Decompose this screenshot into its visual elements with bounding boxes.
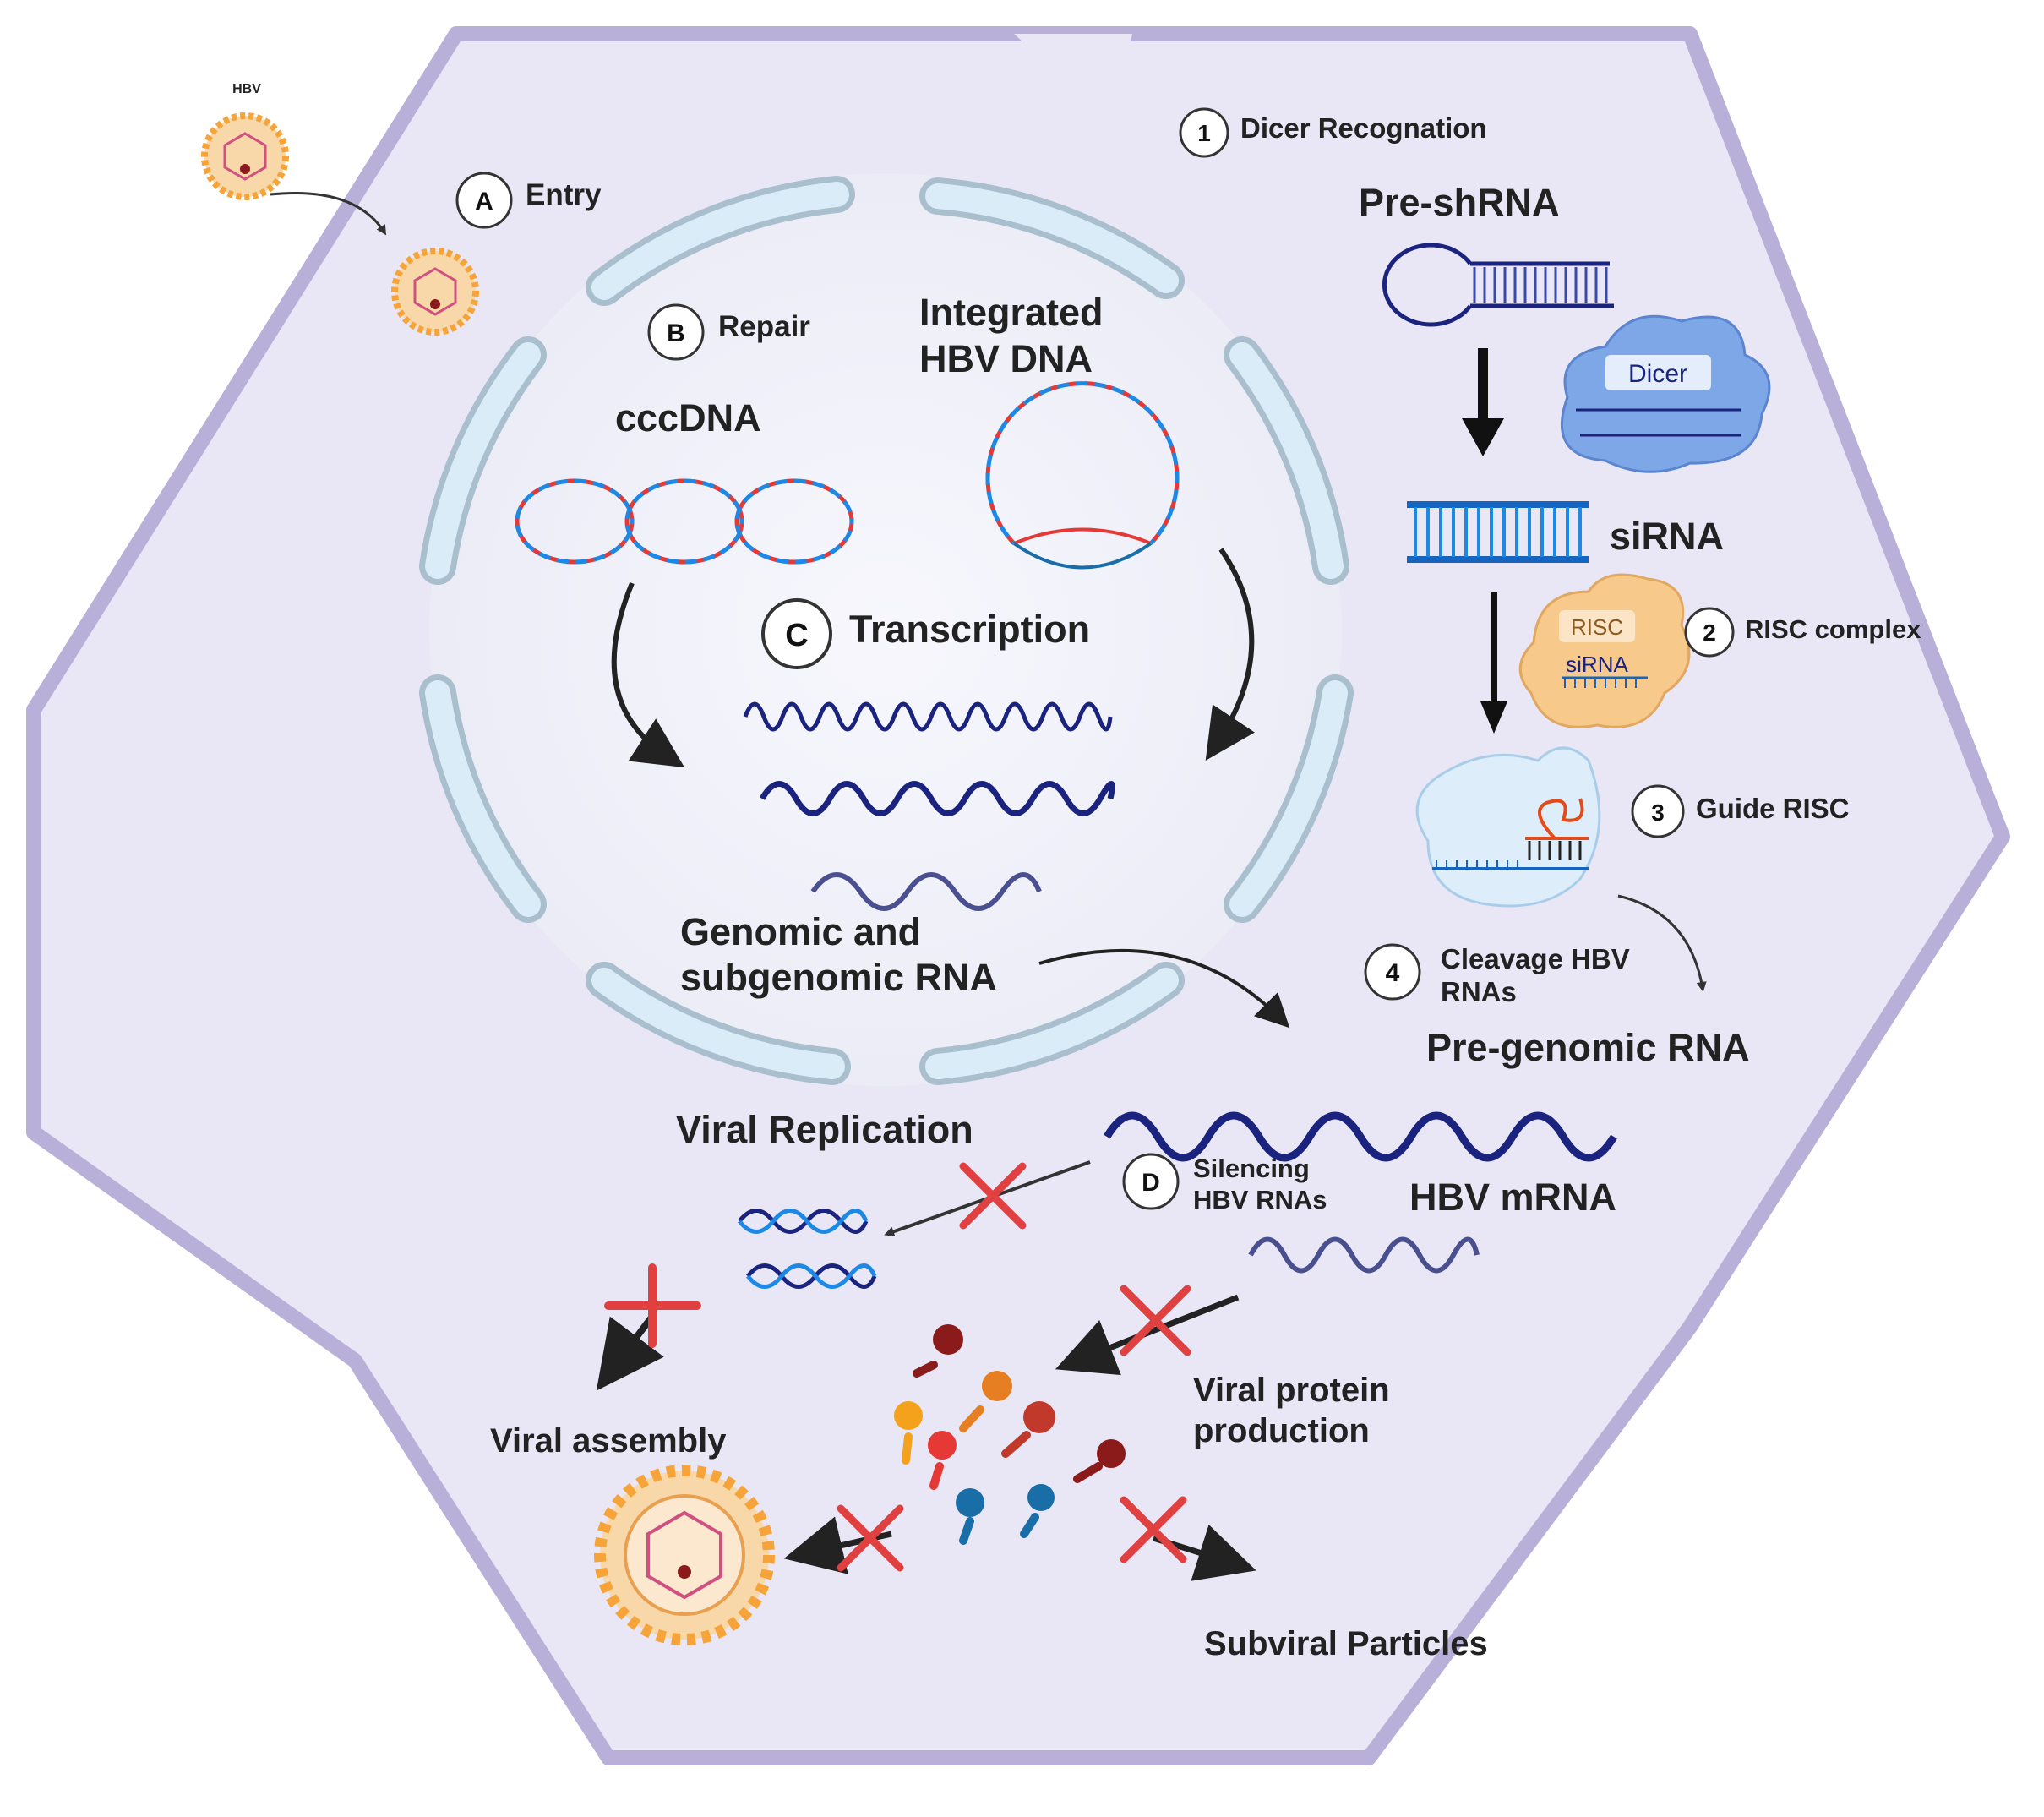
proteins-to-virion-arrow — [783, 1516, 892, 1574]
pre-shrna-hairpin — [1382, 243, 1614, 327]
step-1-marker — [1179, 107, 1229, 158]
step-3-number: 3 — [1651, 799, 1665, 826]
protein-1 — [913, 1324, 963, 1378]
protein-block-cross — [1120, 1285, 1191, 1356]
viral-protein-label-line1: Viral protein — [1193, 1372, 1390, 1409]
protein-5 — [928, 1431, 957, 1490]
step-4-number: 4 — [1386, 959, 1400, 987]
step-d-letter: D — [1142, 1169, 1160, 1197]
transcription-label: Transcription — [849, 608, 1090, 651]
cccdna-to-transcription-arrow — [611, 581, 685, 768]
protein-4 — [1001, 1401, 1055, 1458]
virion-block-cross — [837, 1504, 904, 1572]
integrated-to-transcription-arrow — [1205, 548, 1255, 761]
dicer-down-arrowhead — [1462, 418, 1504, 456]
hbv-mrna-wave — [1248, 1236, 1480, 1274]
protein-2 — [959, 1371, 1012, 1432]
silencing-label-line1: Silencing — [1193, 1154, 1310, 1183]
hbv-virion-outside — [201, 112, 289, 200]
hbv-virion-inside — [391, 248, 479, 336]
replication-block-cross — [959, 1162, 1027, 1230]
risc-label: RISC — [1571, 614, 1623, 640]
nuclear-envelope — [419, 176, 1354, 1085]
cell-membrane-notch — [1014, 34, 1132, 127]
dicer-enzyme — [1560, 314, 1771, 473]
risc-complex — [1518, 573, 1691, 728]
cleavage-label-line1: Cleavage HBV — [1441, 943, 1630, 974]
rna-wave-3 — [810, 872, 1042, 911]
risc-down-arrowhead — [1480, 701, 1507, 734]
assembled-virion — [594, 1465, 775, 1645]
integrated-label-line1: Integrated — [919, 291, 1104, 334]
step-c-letter: C — [785, 618, 808, 653]
genomic-label-line1: Genomic and — [680, 910, 921, 953]
viral-assembly-label: Viral assembly — [490, 1422, 727, 1460]
dicer-label: Dicer — [1628, 360, 1687, 388]
replication-dna-strands — [738, 1209, 877, 1289]
silencing-label-line2: HBV RNAs — [1193, 1185, 1327, 1214]
rna-wave-2 — [759, 781, 1115, 816]
protein-8 — [1020, 1484, 1055, 1538]
pre-genomic-rna-wave — [1104, 1111, 1617, 1162]
protein-7 — [956, 1488, 984, 1545]
protein-3 — [894, 1401, 923, 1465]
pre-genomic-rna-label: Pre-genomic RNA — [1426, 1026, 1750, 1069]
guide-risc — [1415, 746, 1601, 908]
step-d-marker — [1122, 1153, 1180, 1210]
integrated-hbv-dna — [985, 381, 1180, 570]
step-4-marker — [1364, 943, 1421, 1001]
protein-6 — [1073, 1439, 1126, 1483]
step-a-marker — [455, 172, 513, 229]
guide-risc-to-rna-arrow — [1617, 894, 1707, 992]
cccdna-rings — [515, 478, 854, 565]
pre-shrna-label: Pre-shRNA — [1359, 181, 1560, 224]
sirna-duplex — [1407, 501, 1589, 563]
entry-label: Entry — [526, 178, 602, 211]
viral-protein-label-line2: production — [1193, 1412, 1370, 1449]
integrated-label-line2: HBV DNA — [919, 337, 1093, 380]
hbv-small-label: HBV — [232, 82, 261, 96]
step-3-marker — [1631, 784, 1685, 838]
genomic-label-line2: subgenomic RNA — [680, 956, 997, 999]
step-2-marker — [1684, 607, 1735, 658]
viral-replication-label: Viral Replication — [676, 1108, 973, 1151]
sirna-label: siRNA — [1610, 515, 1724, 558]
cleavage-label-line2: RNAs — [1441, 976, 1517, 1007]
dicer-recognation-label: Dicer Recognation — [1240, 112, 1487, 144]
guide-risc-label: Guide RISC — [1696, 793, 1850, 824]
risc-complex-label: RISC complex — [1745, 614, 1921, 644]
replication-to-assembly-arrow — [596, 1316, 664, 1391]
cccdna-label: cccDNA — [615, 396, 761, 439]
step-b-letter: B — [667, 319, 685, 347]
hbv-mrna-label: HBV mRNA — [1409, 1176, 1616, 1219]
viral-proteins — [894, 1324, 1126, 1545]
step-c-marker — [761, 598, 832, 669]
step-1-number: 1 — [1197, 120, 1211, 146]
subviral-particles-label: Subviral Particles — [1204, 1625, 1488, 1662]
subviral-block-cross — [1120, 1496, 1187, 1563]
step-b-marker — [647, 303, 705, 361]
assembly-block-cross — [604, 1263, 701, 1348]
step-a-letter: A — [475, 188, 493, 216]
nucleus — [429, 173, 1342, 1086]
rna-wave-1 — [743, 701, 1113, 732]
nucleus-export-arrow — [1038, 948, 1290, 1029]
mrna-to-protein-arrow — [1055, 1294, 1240, 1376]
entry-arrow — [270, 191, 387, 236]
risc-sirna-label: siRNA — [1566, 652, 1628, 677]
step-2-number: 2 — [1703, 619, 1716, 646]
repair-label: Repair — [718, 310, 810, 343]
